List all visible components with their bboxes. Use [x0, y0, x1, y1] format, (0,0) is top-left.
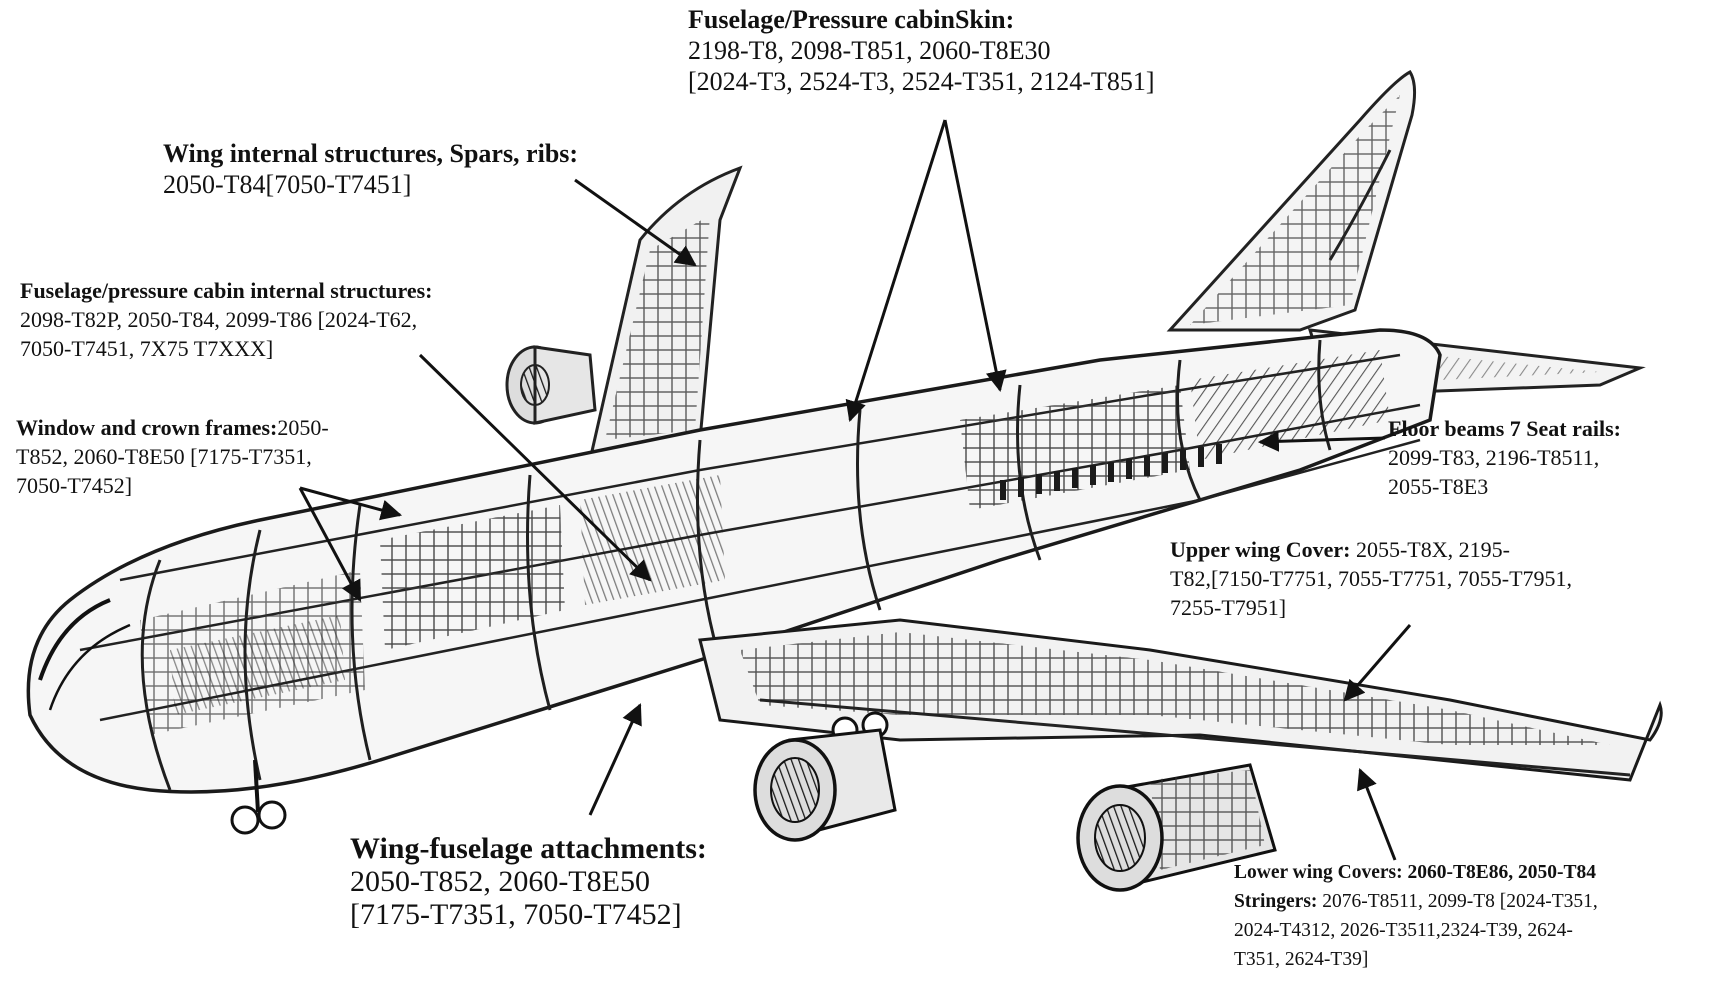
label-fuselage-internal: Fuselage/pressure cabin internal structu…	[20, 276, 432, 363]
label-fuselage-internal-heading: Fuselage/pressure cabin internal structu…	[20, 278, 433, 303]
label-lower-wing: Lower wing Covers: 2060-T8E86, 2050-T84 …	[1234, 858, 1598, 974]
near-wing	[698, 618, 1663, 782]
inboard-engine	[753, 728, 897, 842]
arrow-skin-right	[943, 119, 1007, 393]
label-lower-wing-line4: T351, 2624-T39]	[1234, 949, 1369, 970]
arrow-floor-beams	[1257, 430, 1386, 452]
label-floor-beams-line1: 2099-T83, 2196-T8511,	[1388, 445, 1600, 470]
arrow-fuselage-internal	[418, 353, 652, 582]
arrow-window-frame-1	[299, 486, 403, 521]
label-wing-internal-heading: Wing internal structures, Spars, ribs:	[163, 139, 579, 168]
arrow-lower-wing	[1357, 768, 1397, 861]
label-window-frames: Window and crown frames:2050- T852, 2060…	[16, 413, 329, 500]
label-window-frames-line3: 7050-T7452]	[16, 473, 133, 498]
label-upper-wing: Upper wing Cover: 2055-T8X, 2195- T82,[7…	[1170, 535, 1572, 622]
label-upper-wing-heading: Upper wing Cover:	[1170, 537, 1351, 562]
label-fuselage-skin: Fuselage/Pressure cabinSkin: 2198-T8, 20…	[688, 4, 1154, 97]
leader-arrows	[298, 119, 1412, 861]
arrow-wing-fuselage	[588, 703, 642, 816]
label-window-frames-line2: T852, 2060-T8E50 [7175-T7351,	[16, 444, 312, 469]
arrow-window-frame-2	[298, 487, 362, 602]
label-wing-fuselage-line1: 2050-T852, 2060-T8E50	[350, 865, 650, 898]
label-lower-wing-line3: 2024-T4312, 2026-T3511,2324-T39, 2624-	[1234, 920, 1573, 941]
label-window-frames-heading: Window and crown frames:	[16, 415, 278, 440]
arrow-wing-internal	[574, 178, 697, 267]
label-fuselage-skin-line2: [2024-T3, 2524-T3, 2524-T351, 2124-T851]	[688, 67, 1155, 96]
label-wing-internal: Wing internal structures, Spars, ribs: 2…	[163, 138, 578, 200]
label-wing-internal-line1: 2050-T84[7050-T7451]	[163, 170, 412, 199]
label-wing-fuselage-heading: Wing-fuselage attachments:	[350, 832, 707, 865]
label-lower-wing-stringers-heading: Stringers:	[1234, 891, 1318, 912]
label-lower-wing-heading: Lower wing Covers: 2060-T8E86, 2050-T84	[1234, 862, 1596, 883]
far-wing	[588, 165, 743, 462]
label-fuselage-internal-line1: 2098-T82P, 2050-T84, 2099-T86 [2024-T62,	[20, 307, 418, 332]
label-fuselage-skin-line1: 2198-T8, 2098-T851, 2060-T8E30	[688, 36, 1051, 65]
label-window-frames-line1: 2050-	[277, 415, 329, 440]
arrow-skin-left	[845, 119, 947, 423]
label-wing-fuselage-line2: [7175-T7351, 7050-T7452]	[350, 898, 682, 931]
label-upper-wing-line3: 7255-T7951]	[1170, 595, 1287, 620]
label-floor-beams: Floor beams 7 Seat rails: 2099-T83, 2196…	[1388, 414, 1621, 501]
label-fuselage-skin-heading: Fuselage/Pressure cabinSkin:	[688, 5, 1015, 34]
arrow-upper-wing	[1343, 624, 1412, 702]
vertical-tail	[1166, 70, 1417, 332]
label-wing-fuselage: Wing-fuselage attachments: 2050-T852, 20…	[350, 832, 707, 931]
label-floor-beams-line2: 2055-T8E3	[1388, 474, 1489, 499]
outboard-engine	[1076, 763, 1277, 892]
label-upper-wing-line2: T82,[7150-T7751, 7055-T7751, 7055-T7951,	[1170, 566, 1573, 591]
fuselage	[26, 328, 1442, 794]
landing-gear	[230, 711, 889, 835]
label-floor-beams-heading: Floor beams 7 Seat rails:	[1388, 416, 1622, 441]
far-engine	[505, 345, 597, 425]
label-upper-wing-line1: 2055-T8X, 2195-	[1350, 537, 1510, 562]
label-lower-wing-line2: 2076-T8511, 2099-T8 [2024-T351,	[1317, 891, 1598, 912]
label-fuselage-internal-line2: 7050-T7451, 7X75 T7XXX]	[20, 336, 274, 361]
